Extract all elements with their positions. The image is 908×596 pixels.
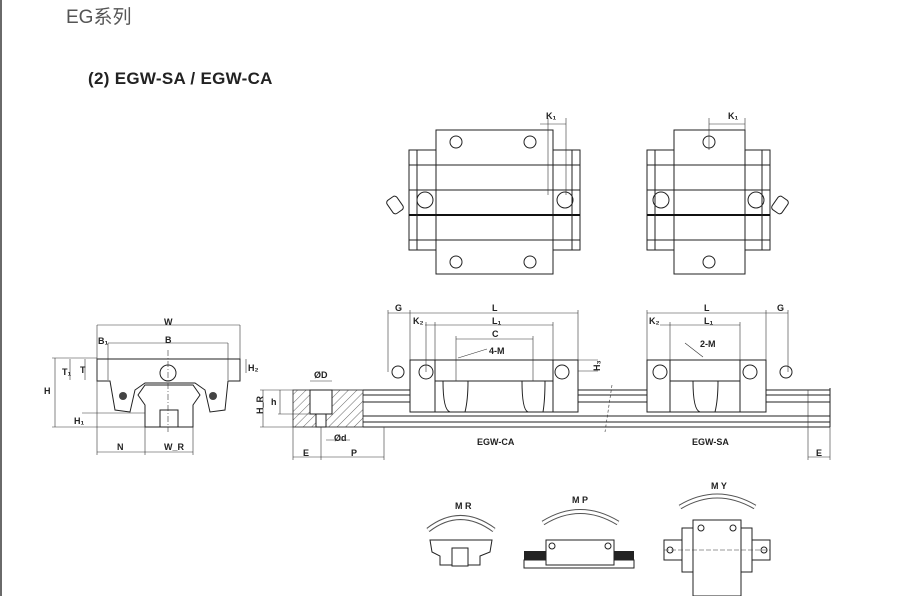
label-2m: 2-M [700,339,716,349]
top-view-sa: K₁ [646,111,789,275]
label-4m: 4-M [489,346,505,356]
label-mr: M R [455,501,472,511]
dim-l1-right: L₁ [704,316,713,326]
dim-t1: T₁ [62,367,71,377]
dim-h: H [44,386,51,396]
dim-k1-left: K₁ [546,111,556,121]
dim-k2-left: K₂ [413,316,424,326]
dim-h-small: h [271,397,277,407]
dim-od: ØD [314,370,328,380]
front-view: W B B₁ T T₁ H H₁ H₂ N W_R [44,317,259,455]
label-egw-ca: EGW-CA [477,437,515,447]
label-mp: M P [572,495,588,505]
dim-b1: B₁ [98,336,108,346]
label-my: M Y [711,481,727,491]
label-egw-sa: EGW-SA [692,437,729,447]
dim-e: E [303,448,309,458]
dim-l1-left: L₁ [492,316,501,326]
dim-e-right: E [816,448,822,458]
moment-my: M Y [663,481,771,596]
dim-k2-right: K₂ [649,316,660,326]
dim-p: P [351,448,357,458]
dim-l-right: L [704,303,710,313]
dim-hr: H_R [255,395,265,414]
series-title: EG系列 [66,7,132,28]
moment-mr: M R [426,501,496,567]
moment-mp: M P [523,495,635,569]
dim-l-left: L [492,303,498,313]
dim-wr: W_R [164,442,185,452]
dim-h2: H₂ [248,363,259,373]
dim-t: T [80,365,86,375]
dim-g-right: G [777,303,784,313]
dim-k1-right: K₁ [728,111,738,121]
bolt-hole-icon [416,135,574,269]
dim-c: C [492,329,499,339]
dim-n: N [117,442,124,452]
dim-b: B [165,335,172,345]
page-border [0,0,2,596]
side-view: ØD Ød h H_R E P G L K₂ L₁ C 4-M H₃ L G K… [255,303,831,460]
grease-nipple-icon [771,195,789,215]
dim-h3: H₃ [592,360,602,371]
section-title: (2) EGW-SA / EGW-CA [88,69,273,88]
dim-h1: H₁ [74,416,84,426]
dim-w: W [164,317,173,327]
grease-nipple-icon [386,195,404,215]
top-view-ca: K₁ [386,111,581,275]
dim-d: Ød [334,433,347,443]
dim-g-left: G [395,303,402,313]
